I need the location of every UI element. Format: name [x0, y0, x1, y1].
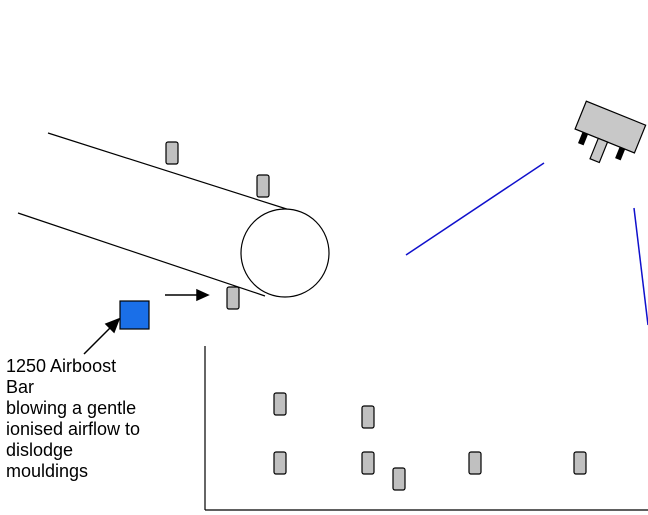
caption-line: blowing a gentle — [6, 398, 137, 418]
airboost-bar — [119, 300, 150, 330]
caption-line: mouldings — [6, 461, 89, 481]
ioniser-device — [574, 100, 647, 164]
moulding — [165, 141, 179, 165]
collection-bin — [204, 346, 648, 511]
mouldings-on-conveyor — [165, 141, 270, 310]
ion-beam-right — [633, 207, 648, 326]
conveyor-top-edge — [47, 132, 294, 212]
ion-beams — [405, 162, 648, 326]
conveyor-roller — [240, 208, 330, 298]
moulding — [273, 392, 287, 416]
caption-line: 1250 Airboost — [6, 356, 117, 376]
moulding — [361, 451, 375, 475]
caption-line: ionised airflow to — [6, 419, 141, 439]
mouldings-in-bin — [273, 392, 587, 491]
airflow-arrow — [165, 288, 210, 302]
moulding — [573, 451, 587, 475]
moulding — [273, 451, 287, 475]
moulding — [256, 174, 270, 198]
moulding — [361, 405, 375, 429]
moulding — [226, 286, 240, 310]
ion-beam-left — [405, 162, 545, 256]
caption-line: dislodge — [6, 440, 74, 460]
conveyor-bottom-edge — [17, 212, 266, 297]
caption-pointer-arrow — [83, 317, 121, 355]
airboost-caption: 1250 Airboost Bar blowing a gentle ionis… — [6, 356, 206, 482]
caption-line: Bar — [6, 377, 35, 397]
moulding — [468, 451, 482, 475]
moulding — [392, 467, 406, 491]
conveyor-belt — [17, 132, 330, 298]
